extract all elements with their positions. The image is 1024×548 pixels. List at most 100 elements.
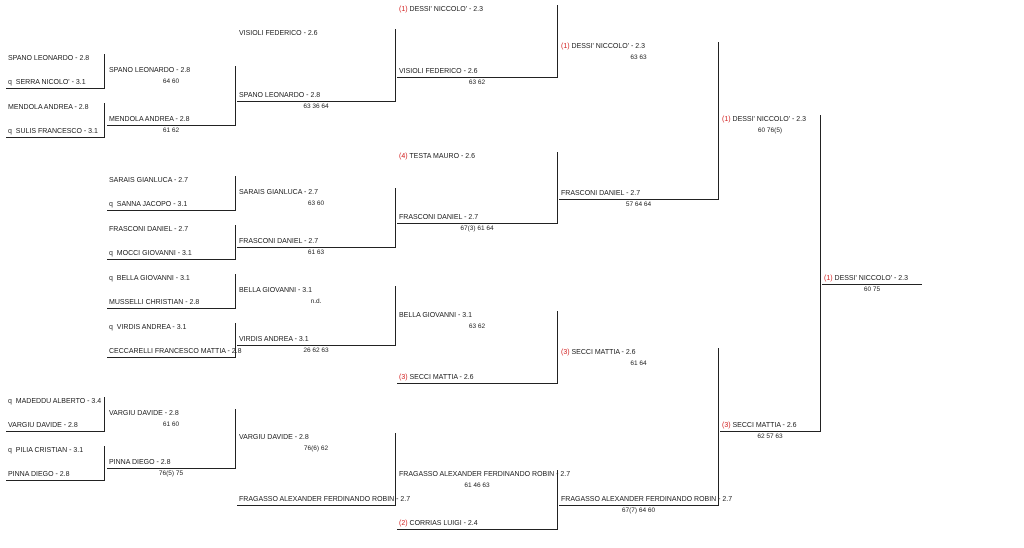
player-name: DESSI' NICCOLO' - 2.3 <box>834 275 908 282</box>
match-score: 61 62 <box>162 127 180 134</box>
player-name: BELLA GIOVANNI - 3.1 <box>399 312 473 319</box>
player-name: SERRA NICOLO' - 3.1 <box>15 79 86 86</box>
match-score: 61 60 <box>162 421 180 428</box>
match-score: 64 60 <box>162 78 180 85</box>
match-score: 61 64 <box>630 360 647 367</box>
player-name: MENDOLA ANDREA - 2.8 <box>8 104 89 111</box>
player-label: q SULIS FRANCESCO - 3.1 <box>8 128 98 136</box>
player-name: VISIOLI FEDERICO - 2.6 <box>239 30 318 37</box>
player-name: PINNA DIEGO - 2.8 <box>8 471 70 478</box>
qualifier-mark: q <box>109 250 113 257</box>
player-label: MUSSELLI CHRISTIAN - 2.8 <box>109 299 199 307</box>
match-score: 67(3) 61 64 <box>460 225 494 232</box>
match-score: 76(6) 62 <box>303 445 329 452</box>
player-label: FRAGASSO ALEXANDER FERDINANDO ROBIN - 2.… <box>239 496 410 504</box>
player-label: (3) SECCI MATTIA - 2.6 <box>722 422 797 430</box>
player-label: q MOCCI GIOVANNI - 3.1 <box>109 250 192 258</box>
player-name: FRASCONI DANIEL - 2.7 <box>561 190 641 197</box>
player-label: SPANO LEONARDO - 2.8 <box>8 55 89 63</box>
seed-badge: (1) <box>399 6 408 13</box>
player-label: SARAIS GIANLUCA - 2.7 <box>109 177 188 185</box>
player-name: MOCCI GIOVANNI - 3.1 <box>116 250 192 257</box>
player-name: SPANO LEONARDO - 2.8 <box>8 55 90 62</box>
player-label: SPANO LEONARDO - 2.8 <box>109 67 190 75</box>
bracket-slot: FRAGASSO ALEXANDER FERDINANDO ROBIN - 2.… <box>559 495 732 514</box>
player-name: FRAGASSO ALEXANDER FERDINANDO ROBIN - 2.… <box>399 471 571 478</box>
player-label: q VIRDIS ANDREA - 3.1 <box>109 324 186 332</box>
player-name: CECCARELLI FRANCESCO MATTIA - 2.8 <box>109 348 242 355</box>
match-score: 62 57 63 <box>757 433 783 440</box>
player-name: SECCI MATTIA - 2.6 <box>409 374 474 381</box>
bracket-slot: q SULIS FRANCESCO - 3.1 <box>6 127 104 138</box>
qualifier-mark: q <box>109 324 113 331</box>
player-name: SARAIS GIANLUCA - 2.7 <box>109 177 188 184</box>
bracket-slot: q MOCCI GIOVANNI - 3.1 <box>107 249 235 260</box>
player-label: VIRDIS ANDREA - 3.1 <box>239 336 309 344</box>
bracket-slot: FRASCONI DANIEL - 2.7 61 63 <box>237 237 395 256</box>
player-label: (3) SECCI MATTIA - 2.6 <box>399 374 474 382</box>
player-name: SECCI MATTIA - 2.6 <box>571 349 636 356</box>
player-name: DESSI' NICCOLO' - 2.3 <box>732 116 806 123</box>
player-label: BELLA GIOVANNI - 3.1 <box>399 312 472 320</box>
player-label: VISIOLI FEDERICO - 2.6 <box>399 68 478 76</box>
qualifier-mark: q <box>8 447 12 454</box>
match-score: 63 36 64 <box>303 103 329 110</box>
player-label: q SANNA JACOPO - 3.1 <box>109 201 187 209</box>
match-score: 76(5) 75 <box>158 470 184 477</box>
player-label: (4) TESTA MAURO - 2.6 <box>399 153 475 161</box>
player-name: FRASCONI DANIEL - 2.7 <box>109 226 189 233</box>
player-label: SARAIS GIANLUCA - 2.7 <box>239 189 318 197</box>
player-name: DESSI' NICCOLO' - 2.3 <box>571 43 645 50</box>
player-label: MENDOLA ANDREA - 2.8 <box>109 116 190 124</box>
match-score: 61 63 <box>307 249 325 256</box>
bracket-slot: (3) SECCI MATTIA - 2.6 62 57 63 <box>720 421 820 440</box>
qualifier-mark: q <box>8 79 12 86</box>
seed-badge: (4) <box>399 153 408 160</box>
bracket-slot: FRAGASSO ALEXANDER FERDINANDO ROBIN - 2.… <box>237 495 410 506</box>
player-name: CORRIAS LUIGI - 2.4 <box>409 520 478 527</box>
player-name: PILIA CRISTIAN - 3.1 <box>15 447 84 454</box>
player-name: DESSI' NICCOLO' - 2.3 <box>409 6 483 13</box>
player-name: BELLA GIOVANNI - 3.1 <box>239 287 313 294</box>
player-name: FRAGASSO ALEXANDER FERDINANDO ROBIN - 2.… <box>561 496 733 503</box>
player-name: FRAGASSO ALEXANDER FERDINANDO ROBIN - 2.… <box>239 496 411 503</box>
player-label: FRASCONI DANIEL - 2.7 <box>399 214 478 222</box>
match-score: 63 62 <box>468 79 486 86</box>
bracket-slot: MENDOLA ANDREA - 2.8 61 62 <box>107 115 235 134</box>
bracket-slot: VARGIU DAVIDE - 2.8 <box>6 421 104 432</box>
player-name: VARGIU DAVIDE - 2.8 <box>109 410 179 417</box>
player-label: PINNA DIEGO - 2.8 <box>8 471 69 479</box>
player-label: FRASCONI DANIEL - 2.7 <box>109 226 188 234</box>
player-label: FRAGASSO ALEXANDER FERDINANDO ROBIN - 2.… <box>561 496 732 504</box>
bracket-slot: FRASCONI DANIEL - 2.7 67(3) 61 64 <box>397 213 557 232</box>
player-name: MUSSELLI CHRISTIAN - 2.8 <box>109 299 200 306</box>
player-name: FRASCONI DANIEL - 2.7 <box>399 214 479 221</box>
player-label: q PILIA CRISTIAN - 3.1 <box>8 447 83 455</box>
player-label: BELLA GIOVANNI - 3.1 <box>239 287 312 295</box>
player-name: SPANO LEONARDO - 2.8 <box>109 67 191 74</box>
match-score: 67(7) 64 60 <box>621 507 656 514</box>
match-score: 63 62 <box>468 323 486 330</box>
player-label: q BELLA GIOVANNI - 3.1 <box>109 275 190 283</box>
bracket-slot: MUSSELLI CHRISTIAN - 2.8 <box>107 298 235 309</box>
qualifier-mark: q <box>109 275 113 282</box>
player-name: TESTA MAURO - 2.6 <box>409 153 475 160</box>
bracket-slot: CECCARELLI FRANCESCO MATTIA - 2.8 <box>107 347 242 358</box>
player-name: SECCI MATTIA - 2.6 <box>732 422 797 429</box>
player-label: VISIOLI FEDERICO - 2.6 <box>239 30 318 38</box>
player-label: (1) DESSI' NICCOLO' - 2.3 <box>399 6 483 14</box>
match-score: 60 76(5) <box>757 127 783 134</box>
match-score: n.d. <box>310 298 322 305</box>
player-name: FRASCONI DANIEL - 2.7 <box>239 238 319 245</box>
player-name: PINNA DIEGO - 2.8 <box>109 459 171 466</box>
seed-badge: (1) <box>561 43 570 50</box>
player-label: VARGIU DAVIDE - 2.8 <box>109 410 179 418</box>
player-name: SARAIS GIANLUCA - 2.7 <box>239 189 318 196</box>
player-label: (2) CORRIAS LUIGI - 2.4 <box>399 520 478 528</box>
bracket-slot: PINNA DIEGO - 2.8 <box>6 470 104 481</box>
